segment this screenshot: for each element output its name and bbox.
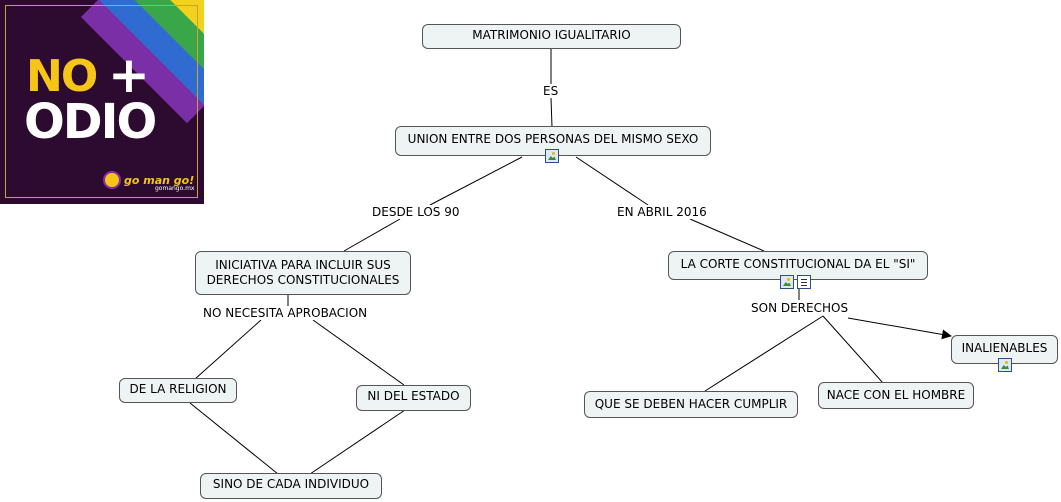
image-resource-icon[interactable]: [998, 358, 1012, 372]
gomango-icon: [103, 171, 121, 189]
node-label: LA CORTE CONSTITUCIONAL DA EL "SI": [680, 257, 916, 271]
link-nonecesita-estado: [312, 319, 405, 386]
node-label: NACE CON EL HOMBRE: [826, 388, 966, 402]
link-union-desde: [429, 156, 523, 206]
node-label-line2: DERECHOS CONSTITUCIONALES: [206, 273, 400, 287]
node-nace-hombre[interactable]: NACE CON EL HOMBRE: [818, 382, 974, 409]
link-sonderechos-hombre: [822, 315, 884, 384]
node-label: MATRIMONIO IGUALITARIO: [472, 28, 631, 42]
link-sonderechos-inalienables: [847, 317, 952, 340]
link-religion-individuo: [189, 402, 279, 475]
link-desde-iniciativa: [343, 218, 401, 252]
node-cumplir[interactable]: QUE SE DEBEN HACER CUMPLIR: [584, 391, 798, 418]
image-resource-icon[interactable]: [780, 275, 794, 289]
logo-brand: go man go!: [103, 171, 194, 189]
node-label: UNION ENTRE DOS PERSONAS DEL MISMO SEXO: [407, 132, 699, 146]
logo-frame: [5, 5, 198, 198]
link-label-desde-los-90[interactable]: DESDE LOS 90: [371, 205, 461, 219]
logo-brand-url: gomango.mx: [155, 185, 195, 192]
link-label-es[interactable]: ES: [542, 84, 560, 98]
corte-resources: [780, 275, 811, 289]
link-es-union: [550, 97, 553, 128]
link-abril-corte: [689, 218, 765, 252]
logo-plus: +: [108, 46, 150, 104]
logo-brand-text: go man go!: [124, 173, 195, 187]
link-label-son-derechos[interactable]: SON DERECHOS: [750, 301, 850, 315]
link-estado-individuo: [309, 409, 406, 475]
node-label-line1: INICIATIVA PARA INCLUIR SUS: [215, 258, 391, 272]
image-resource-icon[interactable]: [545, 149, 559, 163]
logo-word-no: NO: [26, 51, 98, 102]
link-union-abril: [575, 156, 649, 206]
node-iniciativa[interactable]: INICIATIVA PARA INCLUIR SUS DERECHOS CON…: [195, 251, 411, 295]
logo-word-odio: ODIO: [24, 94, 157, 150]
document-resource-icon[interactable]: [797, 275, 811, 289]
no-mas-odio-logo: NO + ODIO go man go! gomango.mx: [0, 0, 204, 204]
node-label: NI DEL ESTADO: [367, 389, 460, 403]
node-label: DE LA RELIGION: [129, 382, 227, 396]
node-estado[interactable]: NI DEL ESTADO: [356, 385, 471, 411]
link-sonderechos-cumplir: [704, 315, 824, 392]
node-label: QUE SE DEBEN HACER CUMPLIR: [594, 397, 788, 411]
node-individuo[interactable]: SINO DE CADA INDIVIDUO: [200, 473, 382, 499]
node-matrimonio-igualitario[interactable]: MATRIMONIO IGUALITARIO: [422, 24, 681, 49]
link-label-en-abril-2016[interactable]: EN ABRIL 2016: [616, 205, 708, 219]
node-label: INALIENABLES: [961, 341, 1048, 355]
link-label-no-necesita[interactable]: NO NECESITA APROBACION: [202, 306, 369, 320]
link-nonecesita-religion: [194, 319, 262, 380]
node-label: SINO DE CADA INDIVIDUO: [212, 477, 370, 491]
node-religion[interactable]: DE LA RELIGION: [119, 378, 237, 403]
